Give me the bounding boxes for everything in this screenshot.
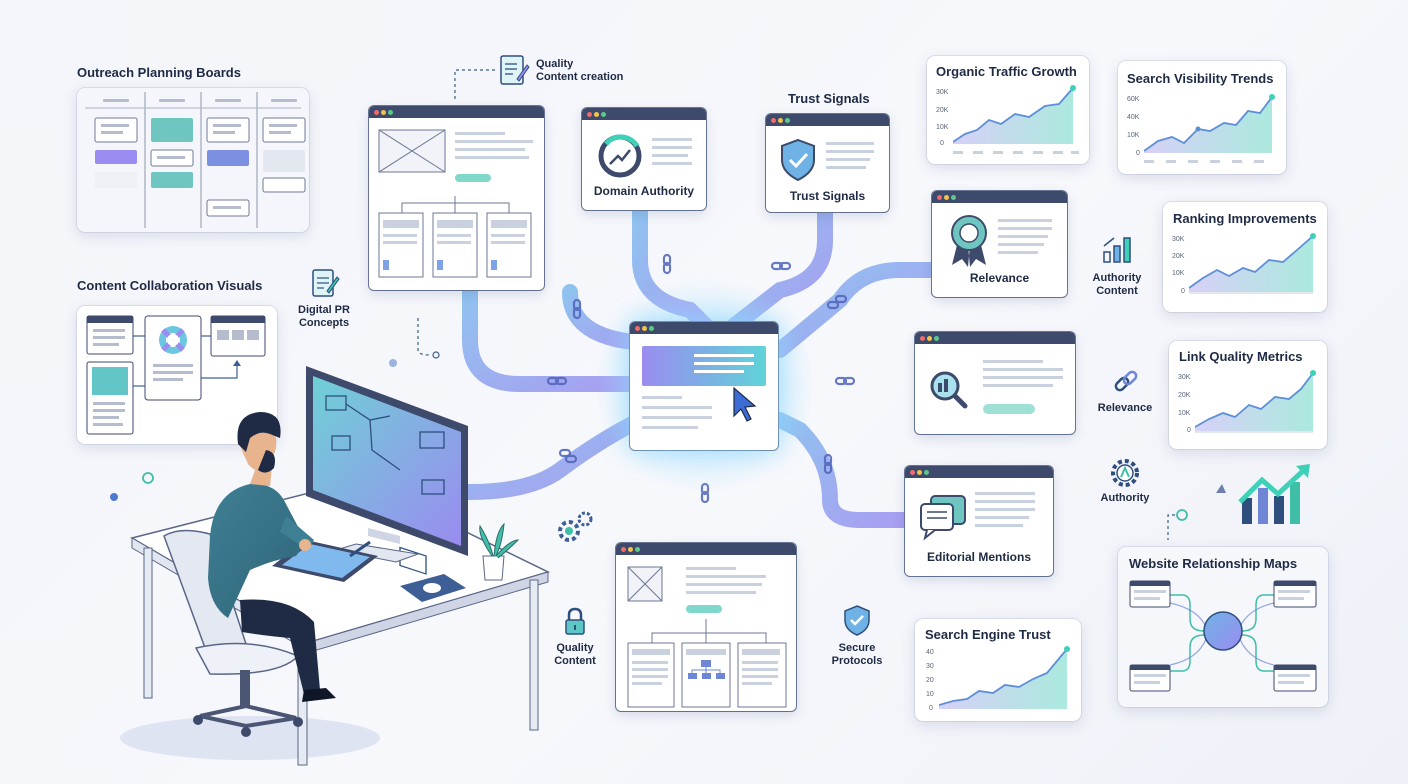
editorial-window: Editorial Mentions bbox=[905, 466, 1053, 576]
cursor-click-illustration bbox=[642, 346, 766, 429]
ranking-area-chart bbox=[1189, 233, 1316, 294]
linkq-tick-1: 20K bbox=[1178, 392, 1191, 399]
link-quality-card: Link Quality Metrics 30K 20K 10K 0 bbox=[1169, 341, 1327, 449]
collab-illustration bbox=[86, 315, 266, 435]
searchtrust-title: Search Engine Trust bbox=[925, 627, 1051, 642]
bar-growth-icon bbox=[1103, 237, 1131, 263]
authority-content-label: Authority Content bbox=[1092, 272, 1142, 297]
quality-content-label: Quality Content bbox=[554, 642, 596, 667]
ranking-title: Ranking Improvements bbox=[1173, 211, 1317, 226]
visibility-tick-0: 60K bbox=[1127, 96, 1140, 103]
linkq-title: Link Quality Metrics bbox=[1179, 349, 1303, 364]
organic-tick-2: 10K bbox=[936, 124, 949, 131]
shield-check-icon bbox=[781, 138, 874, 182]
award-badge-icon bbox=[951, 215, 1052, 267]
visibility-tick-2: 10K bbox=[1127, 132, 1140, 139]
collab-label: Content Collaboration Visuals bbox=[77, 278, 263, 293]
growth-arrow-icon bbox=[1238, 464, 1310, 524]
searchtrust-tick-3: 10 bbox=[926, 691, 934, 698]
relevance-window: Relevance bbox=[932, 191, 1067, 297]
wireframe-window-bottom bbox=[616, 543, 796, 711]
document-edit-icon bbox=[500, 55, 530, 85]
authority-side-label: Authority bbox=[1100, 492, 1150, 504]
link-icon bbox=[1114, 370, 1138, 392]
trust-signals-title: Trust Signals bbox=[788, 91, 870, 106]
visibility-tick-3: 0 bbox=[1136, 150, 1140, 157]
secure-protocols-label: Secure Protocols bbox=[831, 642, 883, 667]
magnifier-icon bbox=[930, 360, 1063, 414]
editorial-label: Editorial Mentions bbox=[926, 550, 1031, 564]
organic-tick-0: 30K bbox=[936, 89, 949, 96]
domain-authority-window: Domain Authority bbox=[582, 108, 706, 210]
workstation-illustration bbox=[120, 366, 551, 766]
search-trust-card: Search Engine Trust 40 30 20 10 0 bbox=[915, 619, 1081, 721]
wireframe-illustration bbox=[378, 129, 533, 278]
organic-title: Organic Traffic Growth bbox=[936, 64, 1077, 79]
wireframe-window-top bbox=[369, 106, 544, 290]
clipboard-icon bbox=[312, 269, 340, 297]
quality-creation-label: Quality Content creation bbox=[536, 58, 624, 83]
secure-shield-icon bbox=[844, 605, 870, 636]
relevance-card-label: Relevance bbox=[969, 271, 1030, 285]
collab-board bbox=[77, 306, 277, 444]
visibility-tick-1: 40K bbox=[1127, 114, 1140, 121]
relationship-map-diagram bbox=[1129, 580, 1317, 692]
linkq-tick-0: 30K bbox=[1178, 374, 1191, 381]
searchtrust-tick-4: 0 bbox=[929, 705, 933, 712]
gears-icon bbox=[558, 511, 593, 542]
lock-icon bbox=[565, 607, 585, 635]
searchtrust-area-chart bbox=[939, 646, 1070, 709]
visibility-area-chart bbox=[1144, 94, 1275, 163]
organic-traffic-card: Organic Traffic Growth 30K 20K 10K 0 bbox=[927, 56, 1089, 164]
authority-gear-icon bbox=[1111, 459, 1139, 487]
relevance-side-label: Relevance bbox=[1097, 402, 1153, 414]
searchtrust-tick-1: 30 bbox=[926, 663, 934, 670]
authority-gauge-icon bbox=[598, 134, 692, 178]
trust-signals-label: Trust Signals bbox=[789, 189, 866, 203]
linkq-tick-3: 0 bbox=[1187, 427, 1191, 434]
kanban-illustration bbox=[85, 92, 306, 228]
ranking-tick-2: 10K bbox=[1172, 270, 1185, 277]
organic-area-chart bbox=[953, 85, 1079, 154]
searchtrust-tick-0: 40 bbox=[926, 649, 934, 656]
ranking-tick-1: 20K bbox=[1172, 253, 1185, 260]
search-window bbox=[915, 332, 1075, 434]
outreach-board bbox=[77, 88, 309, 232]
chat-bubbles-icon bbox=[920, 492, 1035, 541]
organic-tick-3: 0 bbox=[940, 140, 944, 147]
domain-authority-label: Domain Authority bbox=[593, 184, 695, 198]
linkq-tick-2: 10K bbox=[1178, 410, 1191, 417]
ranking-card: Ranking Improvements 30K 20K 10K 0 bbox=[1163, 202, 1327, 312]
trust-signals-window: Trust Signals bbox=[766, 114, 889, 212]
sitemap-illustration bbox=[627, 566, 787, 708]
search-visibility-card: Search Visibility Trends 60K 40K 10K 0 bbox=[1118, 61, 1286, 174]
organic-tick-1: 20K bbox=[936, 107, 949, 114]
outreach-label: Outreach Planning Boards bbox=[77, 65, 241, 80]
website-maps-card: Website Relationship Maps bbox=[1118, 547, 1328, 707]
linkq-area-chart bbox=[1195, 370, 1316, 433]
ranking-tick-3: 0 bbox=[1181, 288, 1185, 295]
digital-pr-label: Digital PR Concepts bbox=[298, 304, 350, 329]
ranking-tick-0: 30K bbox=[1172, 236, 1185, 243]
visibility-title: Search Visibility Trends bbox=[1127, 71, 1274, 86]
central-hub-window bbox=[630, 322, 778, 450]
website-maps-title: Website Relationship Maps bbox=[1129, 556, 1298, 571]
searchtrust-tick-2: 20 bbox=[926, 677, 934, 684]
